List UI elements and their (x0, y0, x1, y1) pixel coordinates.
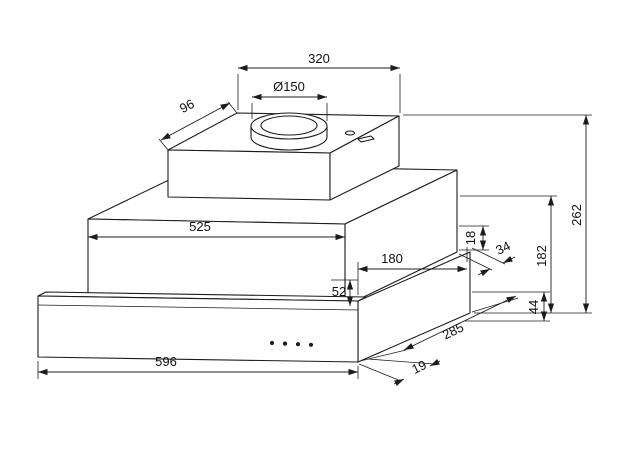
dim-inner-width-label: 180 (381, 251, 403, 266)
dim-top-width: 320 (237, 51, 401, 113)
control-dot (295, 342, 301, 347)
dim-step-height: 18 (459, 225, 489, 251)
dim-total-height-label: 262 (569, 204, 584, 226)
dim-total-height: 262 (403, 114, 592, 314)
visor-trim-line (37, 304, 359, 311)
dimension-line (502, 255, 516, 264)
extension-line (471, 297, 519, 313)
dim-duct-diameter: Ø150 (251, 79, 328, 121)
top-plate-sticker (357, 135, 375, 143)
dim-inner-width: 180 (357, 247, 468, 295)
dim-rear-height-label: 182 (534, 245, 549, 267)
dimension-line (477, 268, 491, 277)
extension-line (158, 138, 169, 151)
dimension-line (393, 378, 405, 387)
hood-structure (37, 112, 471, 363)
dimension-line (160, 102, 231, 141)
control-dot (308, 342, 314, 347)
extension-line (358, 363, 402, 382)
control-dot (269, 340, 275, 346)
control-dot (282, 341, 288, 346)
visor-front-face (37, 295, 359, 363)
dim-step-height-label: 18 (463, 231, 478, 245)
dim-panel-thickness-label: 19 (409, 357, 429, 377)
dim-front-panel-width-label: 596 (155, 354, 177, 369)
extension-line (367, 358, 435, 365)
dim-visor-height: 44 (464, 291, 550, 322)
dim-duct-diameter-label: Ø150 (273, 79, 305, 94)
dim-panel-thickness: 19 (358, 357, 441, 387)
dimension-line (403, 295, 517, 351)
extension-line (359, 349, 407, 362)
dim-body-width-label: 525 (189, 219, 211, 234)
dimension-line (429, 358, 441, 367)
dim-rear-offset-label: 34 (493, 238, 513, 258)
extension-line (458, 253, 493, 271)
dim-top-width-label: 320 (308, 51, 330, 66)
dim-visor-height-label: 44 (526, 300, 541, 314)
duct-opening (260, 115, 318, 136)
extension-line (471, 247, 506, 265)
upper-housing-front-face (167, 149, 331, 201)
dim-rear-offset: 34 (458, 238, 516, 277)
dim-front-panel-width: 596 (37, 354, 359, 379)
dim-front-gap-label: 52 (332, 284, 346, 299)
upper-housing-right-face (329, 115, 400, 201)
dim-rear-height: 182 (460, 195, 557, 313)
dim-duct-offset-label: 96 (177, 96, 197, 116)
dim-duct-offset: 96 (158, 96, 238, 151)
top-plate-knockout (344, 130, 356, 136)
dim-body-width: 525 (87, 219, 346, 243)
dim-front-gap: 52 (331, 279, 358, 306)
